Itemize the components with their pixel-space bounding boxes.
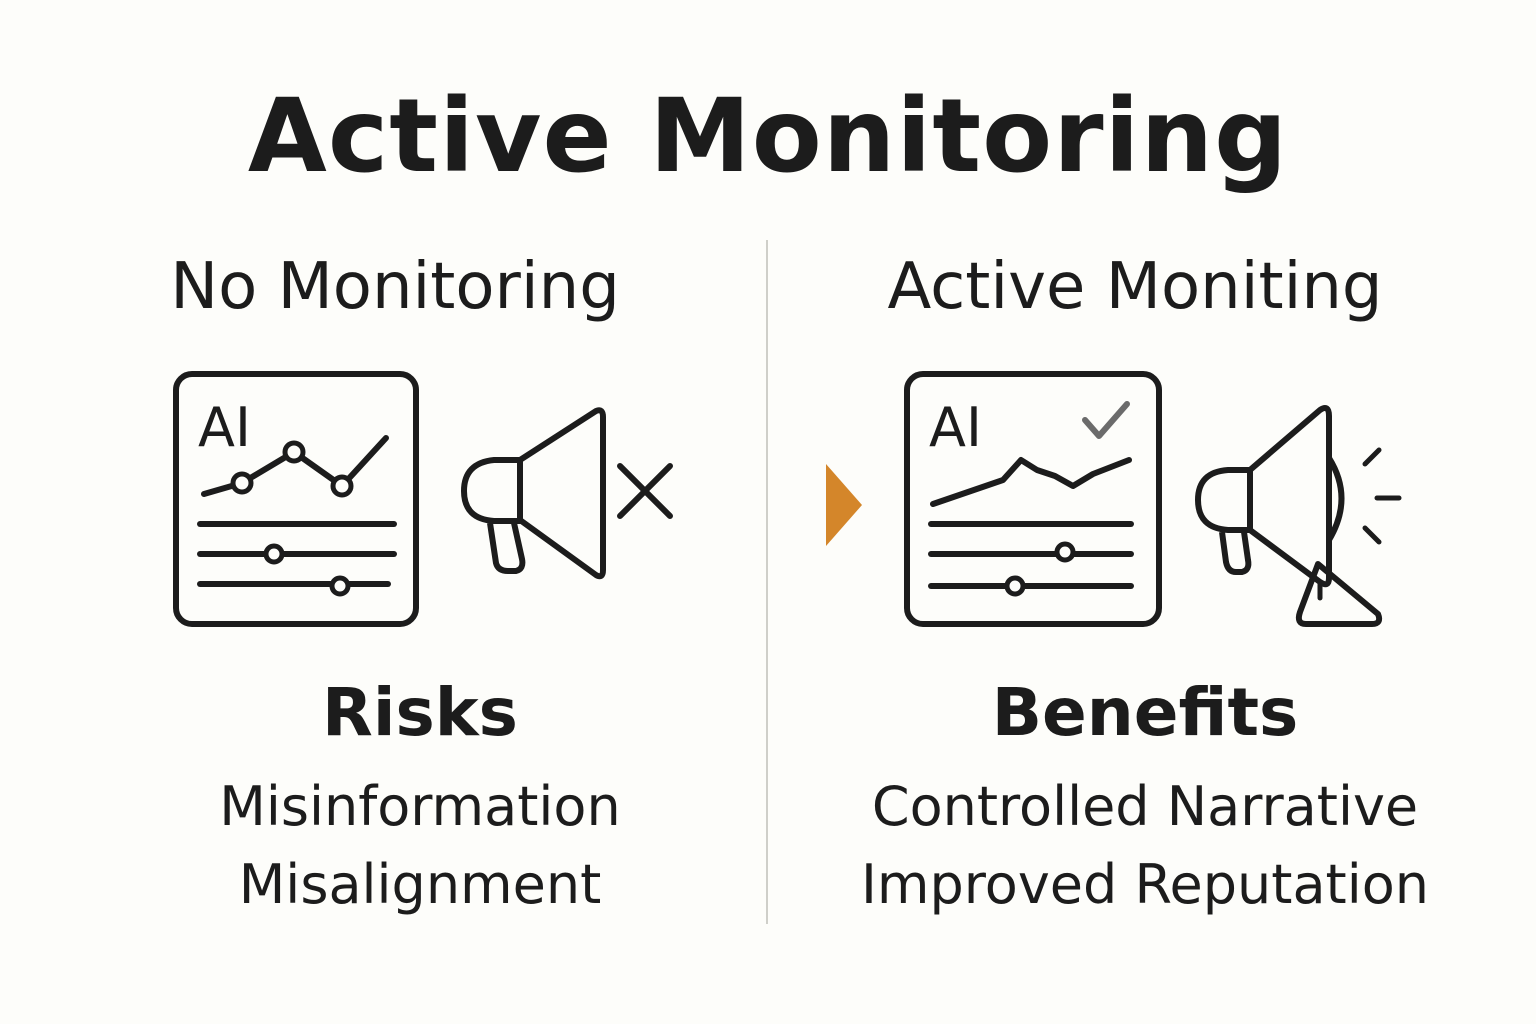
megaphone-icon xyxy=(1195,405,1383,627)
list-item: Improved Reputation xyxy=(860,853,1429,916)
center-divider xyxy=(766,240,768,924)
dashboard-ai-label: AI xyxy=(929,396,982,459)
risks-list: Misinformation Misalignment xyxy=(120,768,720,924)
page-title: Active Monitoring xyxy=(247,77,1289,196)
list-item: Misalignment xyxy=(238,853,602,916)
megaphone-icon xyxy=(461,407,606,580)
sound-waves-icon xyxy=(1362,447,1402,545)
risks-heading: Risks xyxy=(322,674,518,751)
ai-dashboard-icon: AI xyxy=(904,371,1162,627)
list-item: Misinformation xyxy=(219,775,621,838)
right-panel-heading: Active Moniting xyxy=(887,250,1383,324)
dashboard-ai-label: AI xyxy=(198,396,251,459)
arrow-right-icon xyxy=(826,464,862,546)
benefits-list: Controlled Narrative Improved Reputation xyxy=(845,768,1445,924)
ai-dashboard-icon: AI xyxy=(173,371,419,627)
checkmark-icon xyxy=(1082,401,1130,439)
close-x-icon xyxy=(617,463,673,519)
benefits-heading: Benefits xyxy=(991,674,1299,751)
left-panel-heading: No Monitoring xyxy=(170,250,620,324)
list-item: Controlled Narrative xyxy=(871,775,1419,838)
